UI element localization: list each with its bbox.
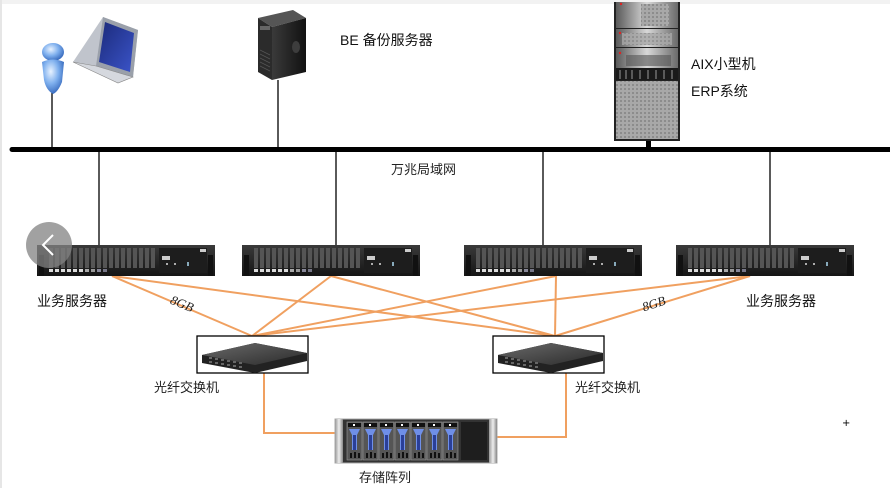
drive-bay bbox=[394, 421, 411, 461]
top-border bbox=[0, 0, 890, 4]
storage-array-label: 存储阵列 bbox=[359, 471, 412, 486]
left-border bbox=[0, 0, 2, 488]
lan-link-aix bbox=[646, 140, 651, 150]
fiber-link bbox=[251, 275, 751, 337]
fiber-link-switch-right-storage bbox=[497, 372, 567, 438]
backup-server-label: BE 备份服务器 bbox=[340, 32, 433, 48]
drive-bay bbox=[426, 421, 443, 461]
fiber-link bbox=[554, 275, 557, 337]
app-server-label-left: 业务服务器 bbox=[37, 293, 107, 309]
app-server-label-right: 业务服务器 bbox=[746, 293, 816, 309]
fiber-link-switch-left-storage bbox=[263, 372, 336, 434]
back-button[interactable] bbox=[26, 222, 72, 268]
drive-bay bbox=[410, 421, 427, 461]
fiber-link bbox=[251, 275, 332, 337]
drive-bay bbox=[362, 421, 379, 461]
fiber-links bbox=[111, 275, 751, 438]
fiber-link bbox=[251, 275, 557, 337]
fiber-link bbox=[554, 275, 751, 337]
backbone-label: 万兆局域网 bbox=[391, 163, 457, 178]
chevron-left-icon bbox=[41, 234, 54, 256]
drive-bay bbox=[442, 421, 459, 461]
erp-label: ERP系统 bbox=[691, 83, 748, 99]
fc-switch-right-label: 光纤交换机 bbox=[575, 381, 641, 396]
drive-bay bbox=[378, 421, 395, 461]
aix-label: AIX小型机 bbox=[691, 56, 756, 72]
fiber-link bbox=[330, 275, 556, 337]
cursor-crosshair-icon: + bbox=[842, 418, 851, 429]
fiber-link bbox=[111, 275, 556, 337]
fiber-link bbox=[111, 275, 253, 337]
drive-bay bbox=[346, 421, 363, 461]
fc-switch-left-label: 光纤交换机 bbox=[154, 381, 220, 396]
